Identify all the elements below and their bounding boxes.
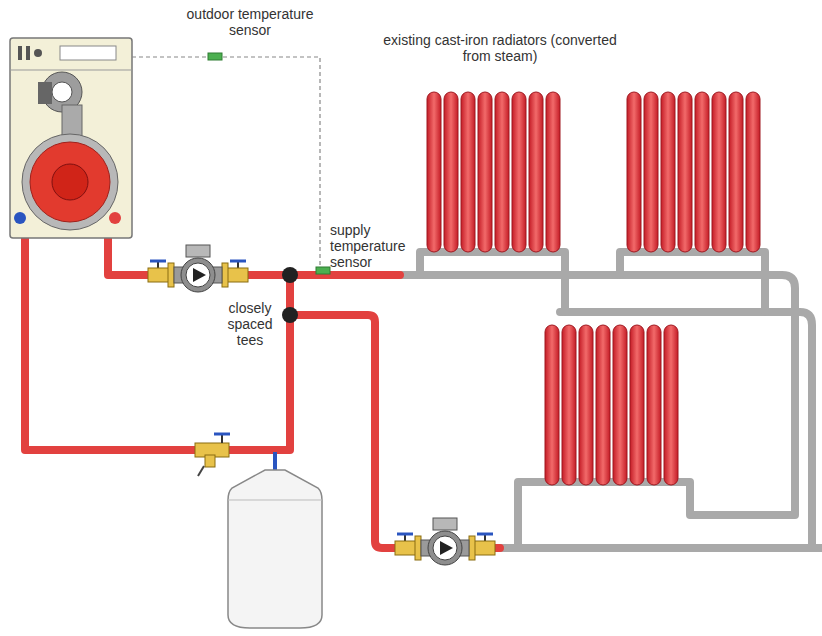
sensor-label: supply temperature sensor: [330, 222, 416, 270]
sensor-label: outdoor temperature sensor: [180, 6, 320, 38]
radiator-label: existing cast-iron radiators (converted …: [380, 32, 620, 64]
tee-label: closely spaced tees: [218, 300, 282, 348]
